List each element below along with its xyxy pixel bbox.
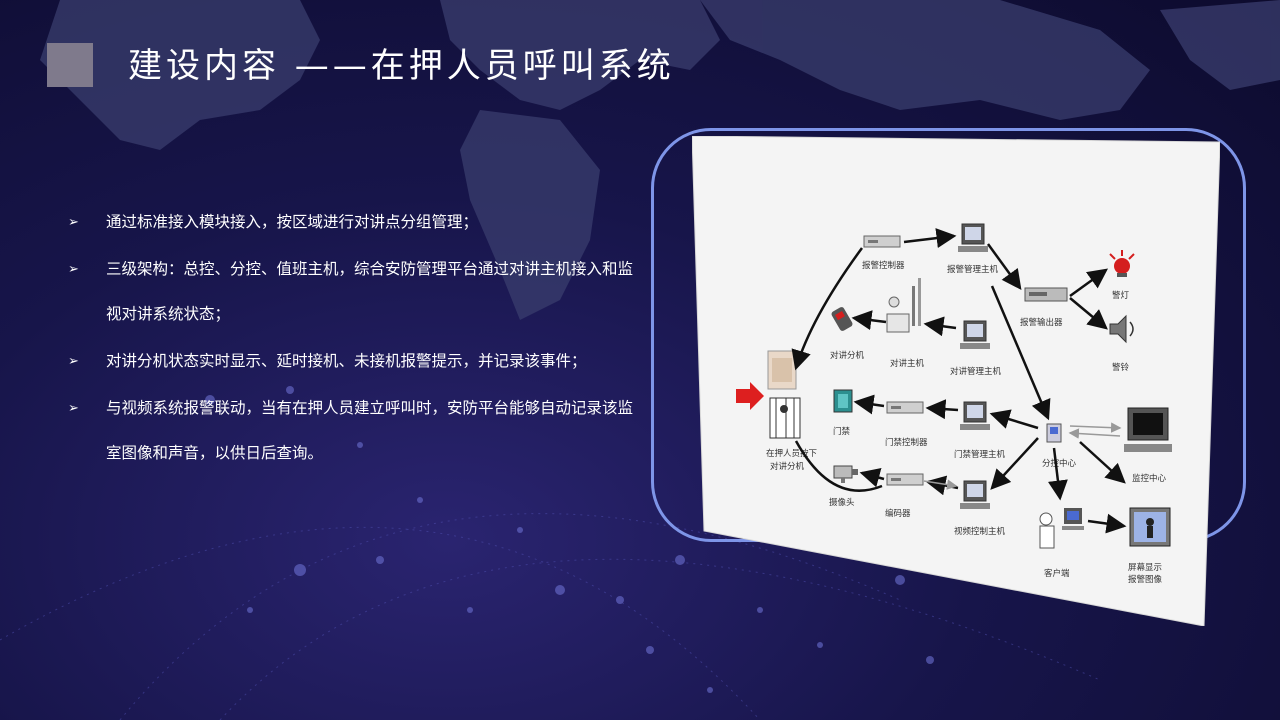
warning-bell-label: 警铃: [1112, 362, 1130, 373]
bullet-list: ➢ 通过标准接入模块接入，按区域进行对讲点分组管理； ➢ 三级架构：总控、分控、…: [68, 200, 648, 478]
alarm-output-label: 报警输出器: [1020, 317, 1063, 328]
bullet-text: 通过标准接入模块接入，按区域进行对讲点分组管理；: [106, 213, 479, 231]
intercom-mgr-label: 对讲管理主机: [950, 366, 1002, 377]
bullet-arrow-icon: ➢: [68, 401, 79, 416]
alarm-controller-label: 报警控制器: [862, 260, 905, 271]
bullet-arrow-icon: ➢: [68, 215, 79, 230]
bullet-item: ➢ 与视频系统报警联动，当有在押人员建立呼叫时，安防平台能够自动记录该监室图像和…: [68, 386, 648, 476]
encoder-icon: [886, 473, 924, 486]
screen-icon: [1129, 507, 1171, 547]
screen-label-2: 报警图像: [1128, 574, 1163, 585]
camera-label: 摄像头: [829, 497, 855, 508]
encoder-label: 编码器: [885, 508, 911, 519]
bullet-text: 三级架构：总控、分控、值班主机，综合安防管理平台通过对讲主机接入和监视对讲系统状…: [106, 260, 634, 323]
door-ctrl-label: 门禁控制器: [885, 437, 928, 448]
monitor-center-icon: [1124, 407, 1172, 452]
client-label: 客户端: [1044, 568, 1070, 579]
screen-label-1: 屏幕显示: [1128, 562, 1162, 573]
client-icon: [1039, 508, 1084, 549]
camera-icon: [833, 465, 858, 483]
bullet-text: 对讲分机状态实时显示、延时接机、未接机报警提示，并记录该事件；: [106, 352, 587, 370]
warning-light-label: 警灯: [1112, 290, 1130, 301]
bullet-text: 与视频系统报警联动，当有在押人员建立呼叫时，安防平台能够自动记录该监室图像和声音…: [106, 399, 634, 462]
alarm-host-label: 报警管理主机: [947, 264, 999, 275]
intercom-ext-label: 对讲分机: [830, 350, 865, 361]
red-arrow-icon: [736, 382, 764, 410]
bullet-item: ➢ 对讲分机状态实时显示、延时接机、未接机报警提示，并记录该事件；: [68, 339, 648, 384]
video-host-label: 视频控制主机: [954, 526, 1006, 537]
title-accent-square: [47, 43, 93, 87]
warning-bell-icon: [1109, 314, 1134, 344]
detainee-icon: [767, 350, 801, 439]
video-host-icon: [960, 480, 990, 509]
bullet-item: ➢ 通过标准接入模块接入，按区域进行对讲点分组管理；: [68, 200, 648, 245]
intercom-mgr-icon: [960, 320, 990, 349]
intercom-host-icon: [886, 278, 921, 333]
page-title: 建设内容 ——在押人员呼叫系统: [128, 46, 675, 86]
bullet-arrow-icon: ➢: [68, 262, 79, 277]
door-icon: [833, 389, 853, 413]
bullet-item: ➢ 三级架构：总控、分控、值班主机，综合安防管理平台通过对讲主机接入和监视对讲系…: [68, 247, 648, 337]
warning-light-icon: [1109, 250, 1135, 277]
alarm-host-icon: [958, 223, 988, 252]
monitor-center-label: 监控中心: [1132, 473, 1167, 484]
door-host-icon: [960, 401, 990, 430]
alarm-output-icon: [1024, 287, 1068, 302]
intercom-ext-icon: [831, 307, 853, 331]
door-host-label: 门禁管理主机: [954, 449, 1006, 460]
diagram-board: [692, 136, 1220, 626]
sub-center-label: 分控中心: [1042, 458, 1077, 469]
alarm-controller-icon: [863, 235, 901, 248]
sub-center-icon: [1046, 423, 1062, 443]
detainee-label-2: 对讲分机: [770, 461, 805, 472]
intercom-host-label: 对讲主机: [890, 358, 925, 369]
door-label: 门禁: [833, 426, 851, 437]
diagram-thin-arrows: [923, 422, 1122, 490]
diagram-arrows: [791, 228, 1127, 534]
detainee-label-1: 在押人员按下: [766, 448, 818, 459]
bullet-arrow-icon: ➢: [68, 354, 79, 369]
system-diagram: 报警控制器 报警管理主机 报警输出器 警灯 警铃 对讲分机 对讲主机 对讲管理主…: [692, 136, 1220, 626]
door-ctrl-icon: [886, 401, 924, 414]
